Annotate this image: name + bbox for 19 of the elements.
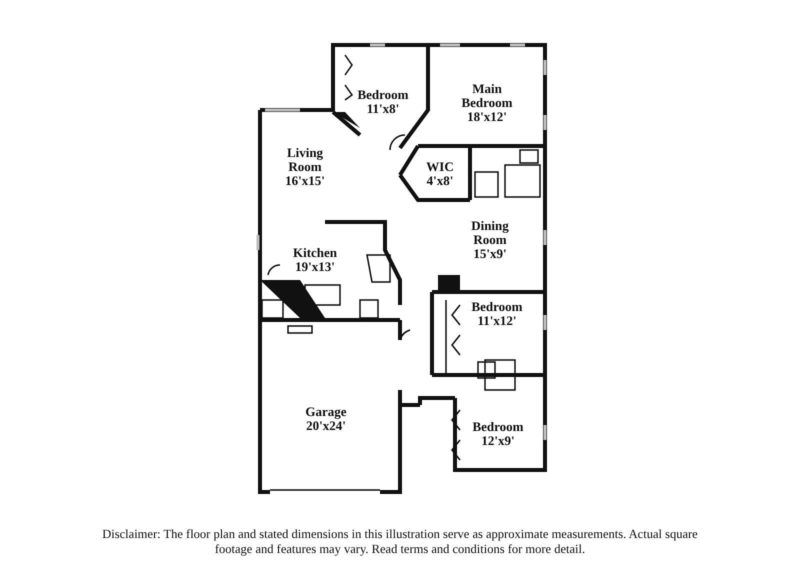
room-name: Garage xyxy=(305,405,347,419)
room-dimension: 15'x9' xyxy=(473,247,507,261)
room-dimension: 11'x8' xyxy=(366,102,400,116)
room-dimension: 19'x13' xyxy=(295,260,335,274)
disclaimer-text: Disclaimer: The floor plan and stated dimensions in this illustration serve as approximate measurements. Actual square footage and features may vary. Read terms and conditions for more detail. xyxy=(101,527,699,557)
room-dimension: 11'x12' xyxy=(478,314,516,328)
room-dimension: 12'x9' xyxy=(481,434,515,448)
room-name: WIC xyxy=(426,160,454,174)
room-name: Bedroom xyxy=(357,88,409,102)
room-dimension: 18'x12' xyxy=(467,110,507,124)
room-name: Living Room xyxy=(286,146,324,174)
room-dimension: 16'x15' xyxy=(285,174,325,188)
room-dimension: 20'x24' xyxy=(306,419,346,433)
room-name: Bedroom xyxy=(471,300,523,314)
room-dimension: 4'x8' xyxy=(426,174,454,188)
room-name: Main Bedroom xyxy=(460,82,514,110)
room-name: Kitchen xyxy=(292,246,338,260)
room-name: Dining Room xyxy=(470,219,510,247)
room-name: Bedroom xyxy=(472,420,524,434)
